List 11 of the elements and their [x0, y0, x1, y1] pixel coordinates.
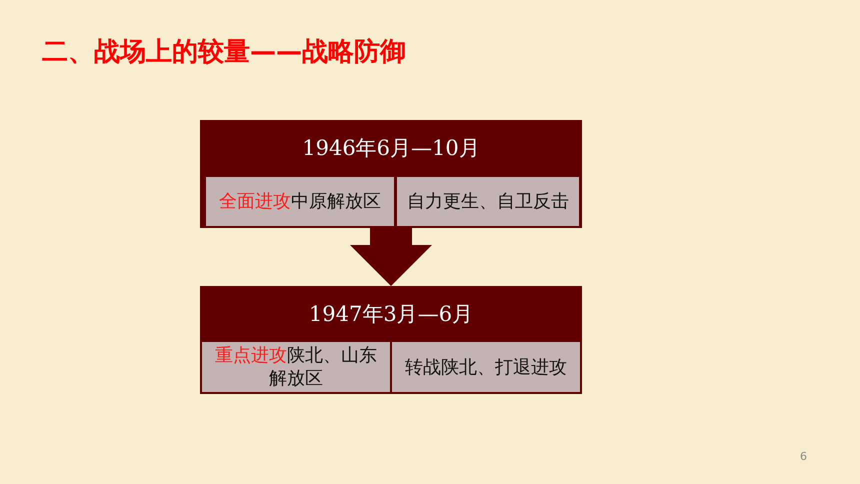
table-cell: 转战陕北、打退进攻 [392, 342, 580, 392]
period-table [200, 120, 582, 228]
period-table [200, 286, 582, 394]
page-number: 6 [800, 450, 807, 463]
table-cell: 全面进攻中原解放区 [206, 177, 394, 226]
table-cell: 自力更生、自卫反击 [397, 177, 579, 226]
slide-title: 二、战场上的较量——战略防御 [42, 36, 406, 69]
block-arrow [350, 228, 432, 286]
table-cell: 重点进攻陕北、山东解放区 [202, 342, 390, 392]
period-heading: 1947年3月—6月 [308, 301, 474, 328]
period-heading: 1946年6月—10月 [301, 135, 481, 162]
